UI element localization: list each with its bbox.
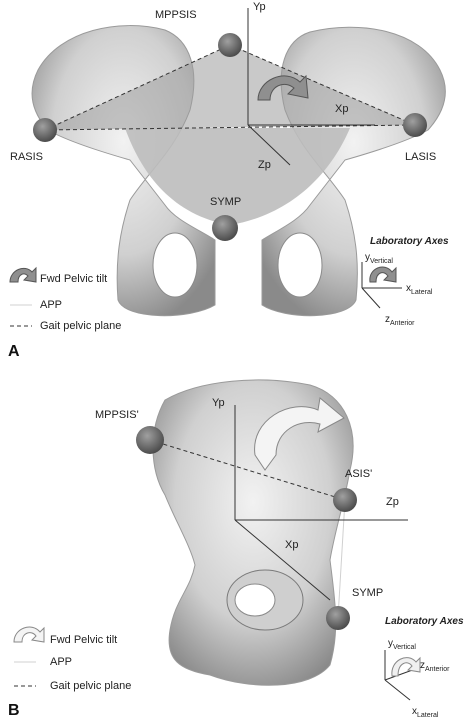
legend-tilt-label: Fwd Pelvic tilt: [40, 273, 107, 285]
right-obturator: [152, 232, 198, 298]
panel-a: MPPSIS RASIS LASIS SYMP Yp Xp Zp Laborat…: [8, 1, 449, 360]
mppsis-marker: [218, 33, 242, 57]
mppsis-label-b: MPPSIS': [95, 409, 139, 421]
lab-axes-title-b: Laboratory Axes: [385, 616, 464, 627]
gait-plane-line: [44, 124, 416, 131]
mppsis-label: MPPSIS: [155, 9, 197, 21]
asis-label-b: ASIS': [345, 468, 372, 480]
legend-tilt-icon: [9, 266, 37, 283]
xp-label-b: Xp: [285, 539, 298, 551]
gait-pelvic-plane-fill: [45, 45, 415, 130]
lasis-label: LASIS: [405, 151, 436, 163]
zp-label: Zp: [258, 159, 271, 171]
obturator-b: [234, 583, 276, 617]
legend-gait-label: Gait pelvic plane: [40, 320, 121, 332]
legend-b: Fwd Pelvic tilt APP Gait pelvic plane: [13, 626, 131, 692]
panel-letter-a: A: [8, 343, 20, 360]
zp-axis: [247, 124, 291, 166]
lab-x: xLateral: [406, 283, 433, 296]
lab-axes-title: Laboratory Axes: [370, 236, 449, 247]
lab-rotation-icon-b: [391, 656, 421, 677]
lab-z-b: zAnterior: [420, 660, 450, 673]
panel-letter-b: B: [8, 702, 20, 719]
zp-label-b: Zp: [386, 496, 399, 508]
yp-label: Yp: [253, 1, 266, 13]
fwd-tilt-arrow-icon-b: [254, 397, 345, 471]
legend-app-label-b: APP: [50, 656, 72, 668]
symp-marker-b: [326, 606, 350, 630]
legend-tilt-label-b: Fwd Pelvic tilt: [50, 634, 117, 646]
mppsis-marker-b: [136, 426, 164, 454]
asis-marker-b: [333, 488, 357, 512]
xp-label: Xp: [335, 103, 348, 115]
gait-plane-line-b: [149, 439, 346, 501]
legend-app-label: APP: [40, 299, 62, 311]
lab-x-b: xLateral: [412, 706, 439, 719]
rasis-marker: [33, 118, 57, 142]
gait-plane-line: [229, 44, 416, 126]
yp-label-b: Yp: [212, 397, 225, 409]
rasis-label: RASIS: [10, 151, 43, 163]
lab-y-b: yVertical: [388, 638, 416, 651]
gait-plane-line: [44, 44, 231, 131]
lab-z: zAnterior: [385, 314, 415, 327]
lab-axes-b: Laboratory Axes yVertical zAnterior xLat…: [384, 616, 464, 719]
legend-a: Fwd Pelvic tilt APP Gait pelvic plane: [9, 266, 121, 332]
symp-marker: [212, 215, 238, 241]
legend-gait-label-b: Gait pelvic plane: [50, 680, 131, 692]
lab-y: yVertical: [365, 252, 393, 265]
symp-label: SYMP: [210, 196, 241, 208]
xp-axis-b: [234, 519, 331, 601]
lab-axes-a: Laboratory Axes yVertical xLateral zAnte…: [361, 236, 449, 327]
symp-label-b: SYMP: [352, 587, 383, 599]
app-plane-fill: [125, 128, 350, 225]
panel-b: MPPSIS' ASIS' SYMP Yp Zp Xp Laboratory A…: [8, 379, 464, 719]
lab-rotation-icon: [369, 266, 397, 283]
legend-tilt-icon-b: [13, 626, 45, 643]
lateral-pelvis: [152, 379, 354, 686]
fwd-tilt-arrow-icon: [257, 74, 309, 101]
lasis-marker: [403, 113, 427, 137]
left-obturator: [277, 232, 323, 298]
